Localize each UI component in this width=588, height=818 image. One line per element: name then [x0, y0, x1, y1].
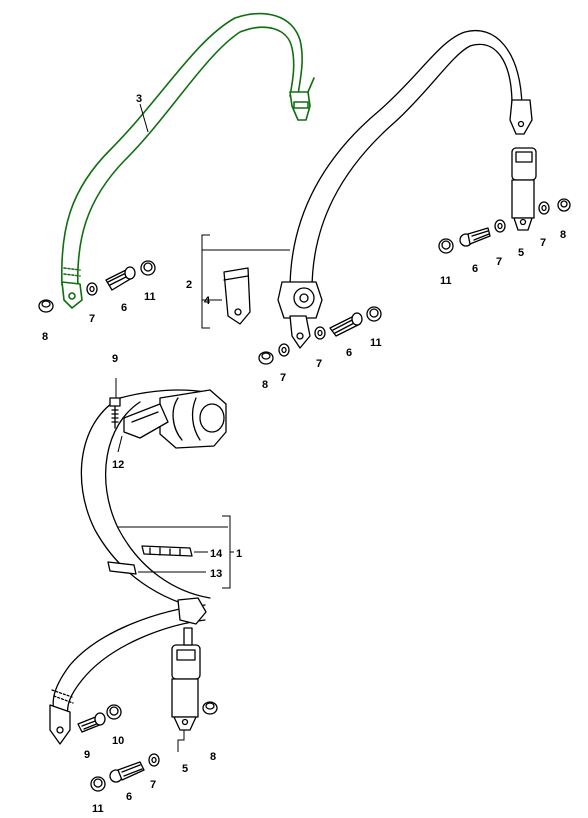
- callout-11-middle: 11: [370, 337, 382, 349]
- callout-7-upper-right-b: 7: [540, 237, 546, 249]
- fastener-8-lower[interactable]: [202, 701, 218, 715]
- nut-10-lower[interactable]: [106, 704, 122, 720]
- fastener-8-upper-right[interactable]: [557, 198, 571, 212]
- part-5-buckle-right[interactable]: [511, 147, 537, 231]
- washer-7-lower[interactable]: [148, 753, 160, 767]
- callout-8-middle: 8: [262, 379, 268, 391]
- part-9-screw-upper[interactable]: [109, 397, 121, 429]
- lower-belt-loop[interactable]: [49, 389, 211, 745]
- fastener-8-upper-left[interactable]: [38, 299, 54, 313]
- shoulder-belt-right[interactable]: [289, 30, 533, 291]
- callout-11-upper-left: 11: [144, 291, 156, 303]
- callout-6-middle: 6: [346, 347, 352, 359]
- nut-11-lower[interactable]: [90, 776, 106, 792]
- callout-12: 12: [112, 459, 124, 471]
- bolt-6-upper-right[interactable]: [459, 227, 491, 247]
- washer-7-middle-b[interactable]: [314, 326, 326, 340]
- callout-8-lower: 8: [210, 751, 216, 763]
- nut-11-upper-right[interactable]: [438, 238, 454, 254]
- callout-6-upper-right: 6: [472, 263, 478, 275]
- bolt-6-lower[interactable]: [109, 761, 145, 783]
- part-4-anchor-plate[interactable]: [223, 267, 251, 325]
- callout-5-upper-right: 5: [518, 247, 524, 259]
- nut-11-upper-left[interactable]: [140, 260, 156, 276]
- callout-6-upper-left: 6: [121, 302, 127, 314]
- callout-7-middle-b: 7: [316, 358, 322, 370]
- nut-11-middle[interactable]: [366, 306, 382, 322]
- bolt-9-lower[interactable]: [77, 712, 106, 733]
- callout-8-upper-right: 8: [560, 229, 566, 241]
- washer-7-upper-right-b[interactable]: [538, 201, 550, 215]
- belt-guide-retractor[interactable]: [277, 281, 323, 349]
- callout-9-lower: 9: [84, 749, 90, 761]
- callout-8-upper-left: 8: [42, 331, 48, 343]
- callout-13: 13: [210, 568, 222, 580]
- callout-10: 10: [112, 735, 124, 747]
- washer-7-upper-left[interactable]: [86, 282, 98, 296]
- callout-14: 14: [210, 548, 223, 560]
- callout-3: 3: [136, 93, 142, 105]
- washer-7-middle-a[interactable]: [278, 343, 290, 357]
- callout-4: 4: [204, 295, 211, 307]
- callout-labels: 3 2 4 8 7 6 11 8 7 7 6 11 11 6 7 5 7 8 9…: [42, 93, 566, 815]
- callout-7-middle-a: 7: [280, 372, 286, 384]
- callout-9-upper: 9: [112, 353, 118, 365]
- group-bracket-2: [201, 234, 290, 329]
- callout-11-lower: 11: [92, 803, 104, 815]
- part-3-belt-highlighted[interactable]: [60, 12, 315, 309]
- callout-7-lower: 7: [150, 779, 156, 791]
- part-14-clip[interactable]: [141, 545, 193, 557]
- bolt-6-middle[interactable]: [329, 312, 363, 337]
- callout-2: 2: [186, 279, 192, 291]
- callout-5-lower: 5: [182, 763, 188, 775]
- callout-11-upper-right: 11: [440, 275, 452, 287]
- part-13-stop[interactable]: [107, 561, 137, 575]
- callout-7-upper-right-a: 7: [496, 256, 502, 268]
- lower-retractor-housing[interactable]: [123, 389, 227, 449]
- washer-7-upper-right-a[interactable]: [494, 219, 506, 233]
- callout-7-upper-left: 7: [89, 313, 95, 325]
- fastener-8-middle[interactable]: [258, 351, 274, 365]
- callout-1: 1: [236, 548, 242, 560]
- bolt-6-upper-left[interactable]: [105, 266, 136, 291]
- callout-6-lower: 6: [126, 791, 132, 803]
- part-5-buckle-lower[interactable]: [171, 627, 201, 731]
- leader-lines: [115, 103, 234, 752]
